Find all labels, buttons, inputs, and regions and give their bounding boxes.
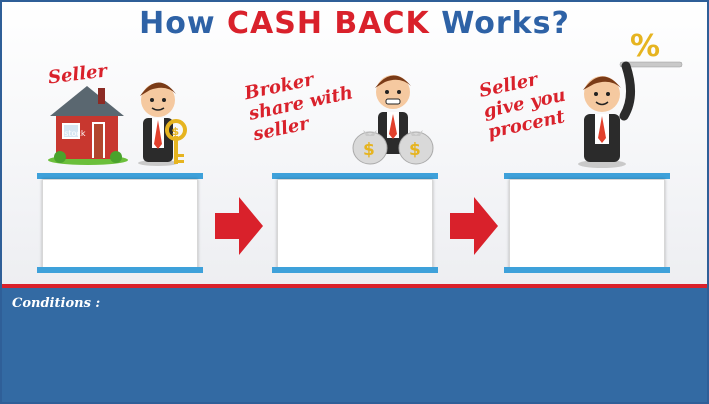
step-2-panel-bottom-bar xyxy=(272,267,438,273)
businessman-icon xyxy=(578,76,626,168)
broker-money-bags-illustration: $ $ xyxy=(352,75,434,165)
house-icon: istock xyxy=(48,86,128,165)
money-bag-left-symbol: $ xyxy=(363,140,375,160)
money-bag-left-icon: $ xyxy=(352,130,388,165)
title-part-how: How xyxy=(139,6,228,41)
step-1-panel-top-bar xyxy=(37,173,203,179)
tray-percent-symbol: % xyxy=(630,29,660,64)
percent-tray-icon: % xyxy=(619,29,683,121)
step-3-panel-bottom-bar xyxy=(504,267,670,273)
step-1-panel xyxy=(37,173,203,273)
money-bag-right-icon: $ xyxy=(398,130,434,165)
step-3-label: Seller give you procent xyxy=(477,64,571,143)
step-3-panel xyxy=(504,173,670,273)
seller-house-illustration: istock $ xyxy=(48,82,187,166)
title-part-cash-back: CASH BACK xyxy=(227,6,430,41)
arrow-right-icon xyxy=(450,197,498,255)
section-divider xyxy=(2,284,707,288)
step-1-panel-box xyxy=(42,179,198,269)
conditions-label: Conditions : xyxy=(12,296,101,311)
step-2-panel xyxy=(272,173,438,273)
businessman-icon xyxy=(138,82,178,166)
step-2-panel-box xyxy=(277,179,433,269)
step-2-label: Broker share with seller xyxy=(243,62,360,145)
seller-percent-tray-illustration: % xyxy=(578,29,683,168)
dollar-key-icon: $ xyxy=(165,119,187,164)
conditions-section: Conditions : xyxy=(2,288,707,402)
title-part-works: Works? xyxy=(429,6,570,41)
step-3-panel-box xyxy=(509,179,665,269)
house-watermark: istock xyxy=(62,129,86,138)
step-3-panel-top-bar xyxy=(504,173,670,179)
page-title: How CASH BACK Works? xyxy=(2,6,707,41)
step-2-panel-top-bar xyxy=(272,173,438,179)
step-1-panel-bottom-bar xyxy=(37,267,203,273)
money-bag-right-symbol: $ xyxy=(409,140,421,160)
arrow-right-icon xyxy=(215,197,263,255)
key-symbol: $ xyxy=(172,125,180,138)
